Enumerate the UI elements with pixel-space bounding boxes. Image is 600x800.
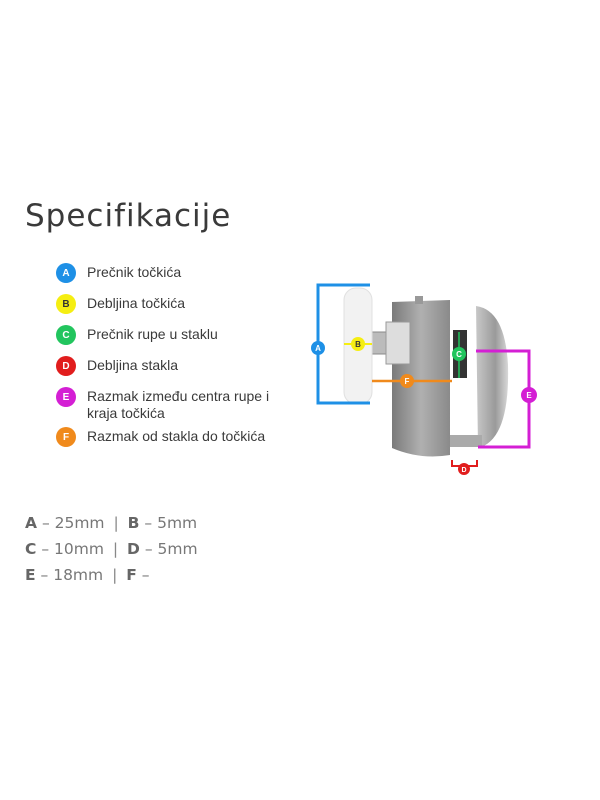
- legend-label: Debljina točkića: [87, 295, 186, 311]
- spec-row: A – 25mm | B – 5mm: [25, 510, 198, 536]
- legend-item-d: D Debljina stakla: [56, 355, 306, 376]
- spec-key-f: F: [126, 566, 137, 584]
- spec-value-e: – 18mm: [40, 566, 104, 584]
- specs-values: A – 25mm | B – 5mm C – 10mm | D – 5mm E …: [25, 510, 198, 588]
- diagram-label-c: C: [456, 350, 462, 359]
- badge-b: B: [56, 294, 76, 314]
- legend-label: Razmak između centra rupe i kraja točkić…: [87, 388, 270, 421]
- legend-item-a: A Prečnik točkića: [56, 262, 306, 283]
- badge-d: D: [56, 356, 76, 376]
- legend-label: Prečnik rupe u staklu: [87, 326, 218, 342]
- legend-item-c: C Prečnik rupe u staklu: [56, 324, 306, 345]
- roller-diagram: A B F C E D: [300, 270, 550, 480]
- legend-item-f: F Razmak od stakla do točkića: [56, 426, 306, 447]
- spec-key-a: A: [25, 514, 37, 532]
- spec-value-f: –: [141, 566, 150, 584]
- legend-item-b: B Debljina točkića: [56, 293, 306, 314]
- diagram-label-b: B: [355, 340, 361, 349]
- diagram-label-a: A: [315, 344, 321, 353]
- legend-label: Razmak od stakla do točkića: [87, 428, 266, 444]
- separator: |: [112, 540, 119, 558]
- spec-row: E – 18mm | F –: [25, 562, 198, 588]
- spec-value-d: – 5mm: [144, 540, 198, 558]
- spec-key-c: C: [25, 540, 37, 558]
- page-title: Specifikacije: [25, 198, 232, 234]
- spec-row: C – 10mm | D – 5mm: [25, 536, 198, 562]
- separator: |: [112, 566, 118, 584]
- separator: |: [113, 514, 119, 532]
- legend-list: A Prečnik točkića B Debljina točkića C P…: [56, 262, 306, 457]
- legend-label: Prečnik točkića: [87, 264, 182, 280]
- legend-item-e: E Razmak između centra rupe i kraja točk…: [56, 386, 306, 422]
- spec-value-a: – 25mm: [41, 514, 105, 532]
- spec-key-b: B: [127, 514, 140, 532]
- badge-e: E: [56, 387, 76, 407]
- badge-a: A: [56, 263, 76, 283]
- badge-f: F: [56, 427, 76, 447]
- legend-label: Debljina stakla: [87, 357, 179, 373]
- badge-c: C: [56, 325, 76, 345]
- diagram-label-f: F: [405, 377, 410, 386]
- spec-value-b: – 5mm: [144, 514, 198, 532]
- spec-key-d: D: [127, 540, 140, 558]
- diagram-label-d: D: [461, 467, 466, 474]
- roller-image: A B F C E D: [311, 283, 537, 475]
- spec-value-c: – 10mm: [41, 540, 104, 558]
- diagram-label-e: E: [526, 391, 532, 400]
- spec-key-e: E: [25, 566, 36, 584]
